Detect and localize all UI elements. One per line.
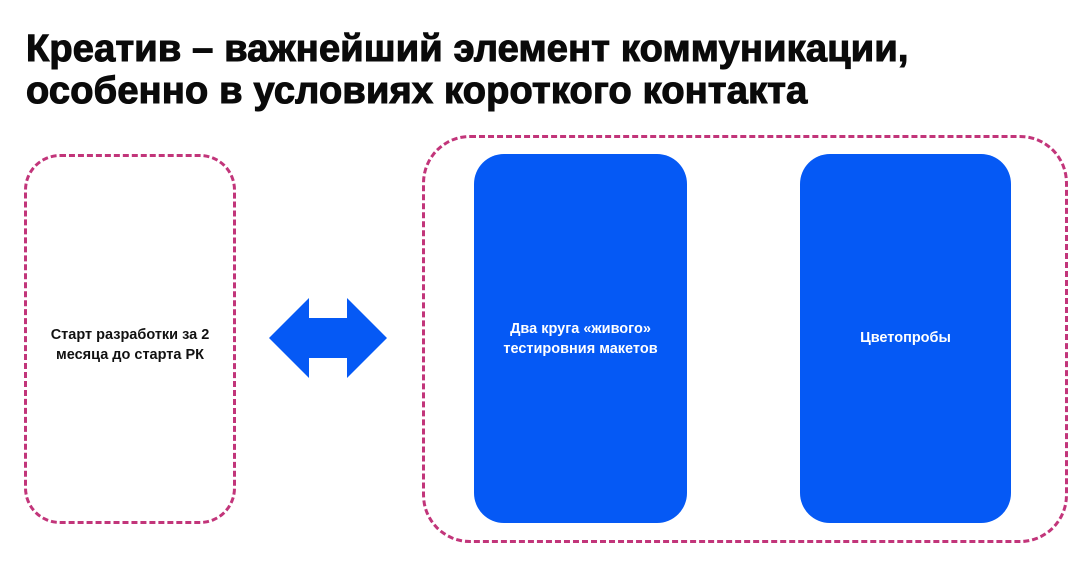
slide-title: Креатив – важнейший элемент коммуникации…	[25, 27, 1076, 112]
testing-group-box	[422, 135, 1068, 543]
color-proofs-text: Цветопробы	[860, 330, 951, 346]
development-start-box: Старт разработки за 2 месяца до старта Р…	[24, 154, 236, 524]
double-headed-arrow-icon	[269, 298, 387, 378]
live-testing-text: Два круга «живого» тестировния макетов	[503, 321, 658, 357]
development-start-text: Старт разработки за 2 месяца до старта Р…	[50, 327, 210, 363]
live-testing-card: Два круга «живого» тестировния макетов	[474, 154, 687, 523]
arrow-shape	[269, 298, 387, 378]
color-proofs-card: Цветопробы	[800, 154, 1011, 523]
slide-title-line-1: Креатив – важнейший элемент коммуникации…	[25, 27, 909, 70]
slide-title-line-2: особенно в условиях короткого контакта	[25, 69, 808, 112]
